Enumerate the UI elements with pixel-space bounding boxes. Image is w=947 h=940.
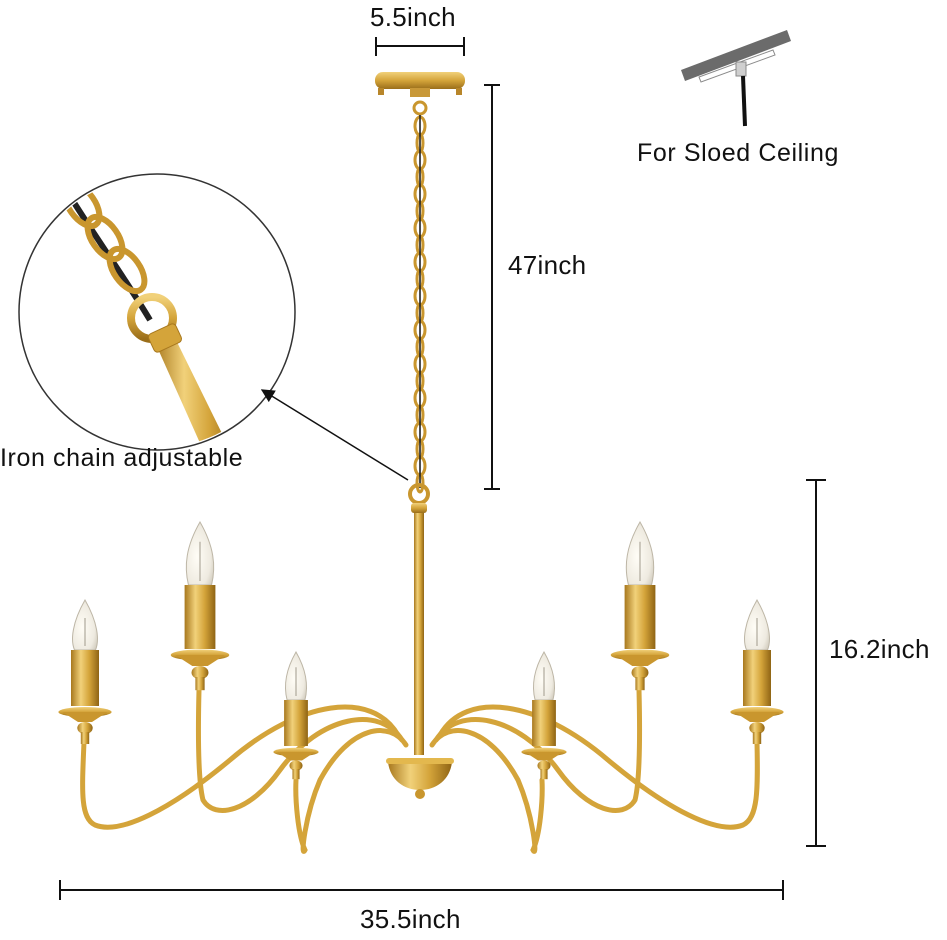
candle-holders [58, 520, 784, 780]
candle-holder [610, 520, 670, 691]
candle-holder [273, 650, 319, 780]
hanging-chain [413, 115, 427, 494]
candle-holder [730, 598, 784, 744]
chain-length-label: 47inch [508, 250, 587, 280]
center-finial-cup [386, 758, 454, 799]
callout-pointer-arrow [260, 389, 409, 481]
body-height-dimension [806, 479, 826, 847]
canopy-width-label: 5.5inch [370, 2, 456, 32]
sloped-ceiling-caption: For Sloed Ceiling [637, 139, 839, 167]
overall-width-label: 35.5inch [360, 904, 461, 934]
candle-holder [521, 650, 567, 780]
canopy-width-dimension [375, 37, 465, 56]
chandelier-arms [80, 687, 760, 854]
chain-detail-caption: Iron chain adjustable [0, 444, 244, 472]
chandelier [58, 72, 784, 854]
chain-detail-callout [18, 173, 296, 451]
candle-holder [58, 598, 112, 744]
sloped-ceiling-icon [681, 30, 791, 127]
overall-width-dimension [59, 880, 784, 900]
body-height-label: 16.2inch [829, 634, 930, 664]
chain-length-dimension [484, 84, 500, 490]
candle-holder [170, 520, 230, 691]
ceiling-canopy [375, 72, 465, 116]
